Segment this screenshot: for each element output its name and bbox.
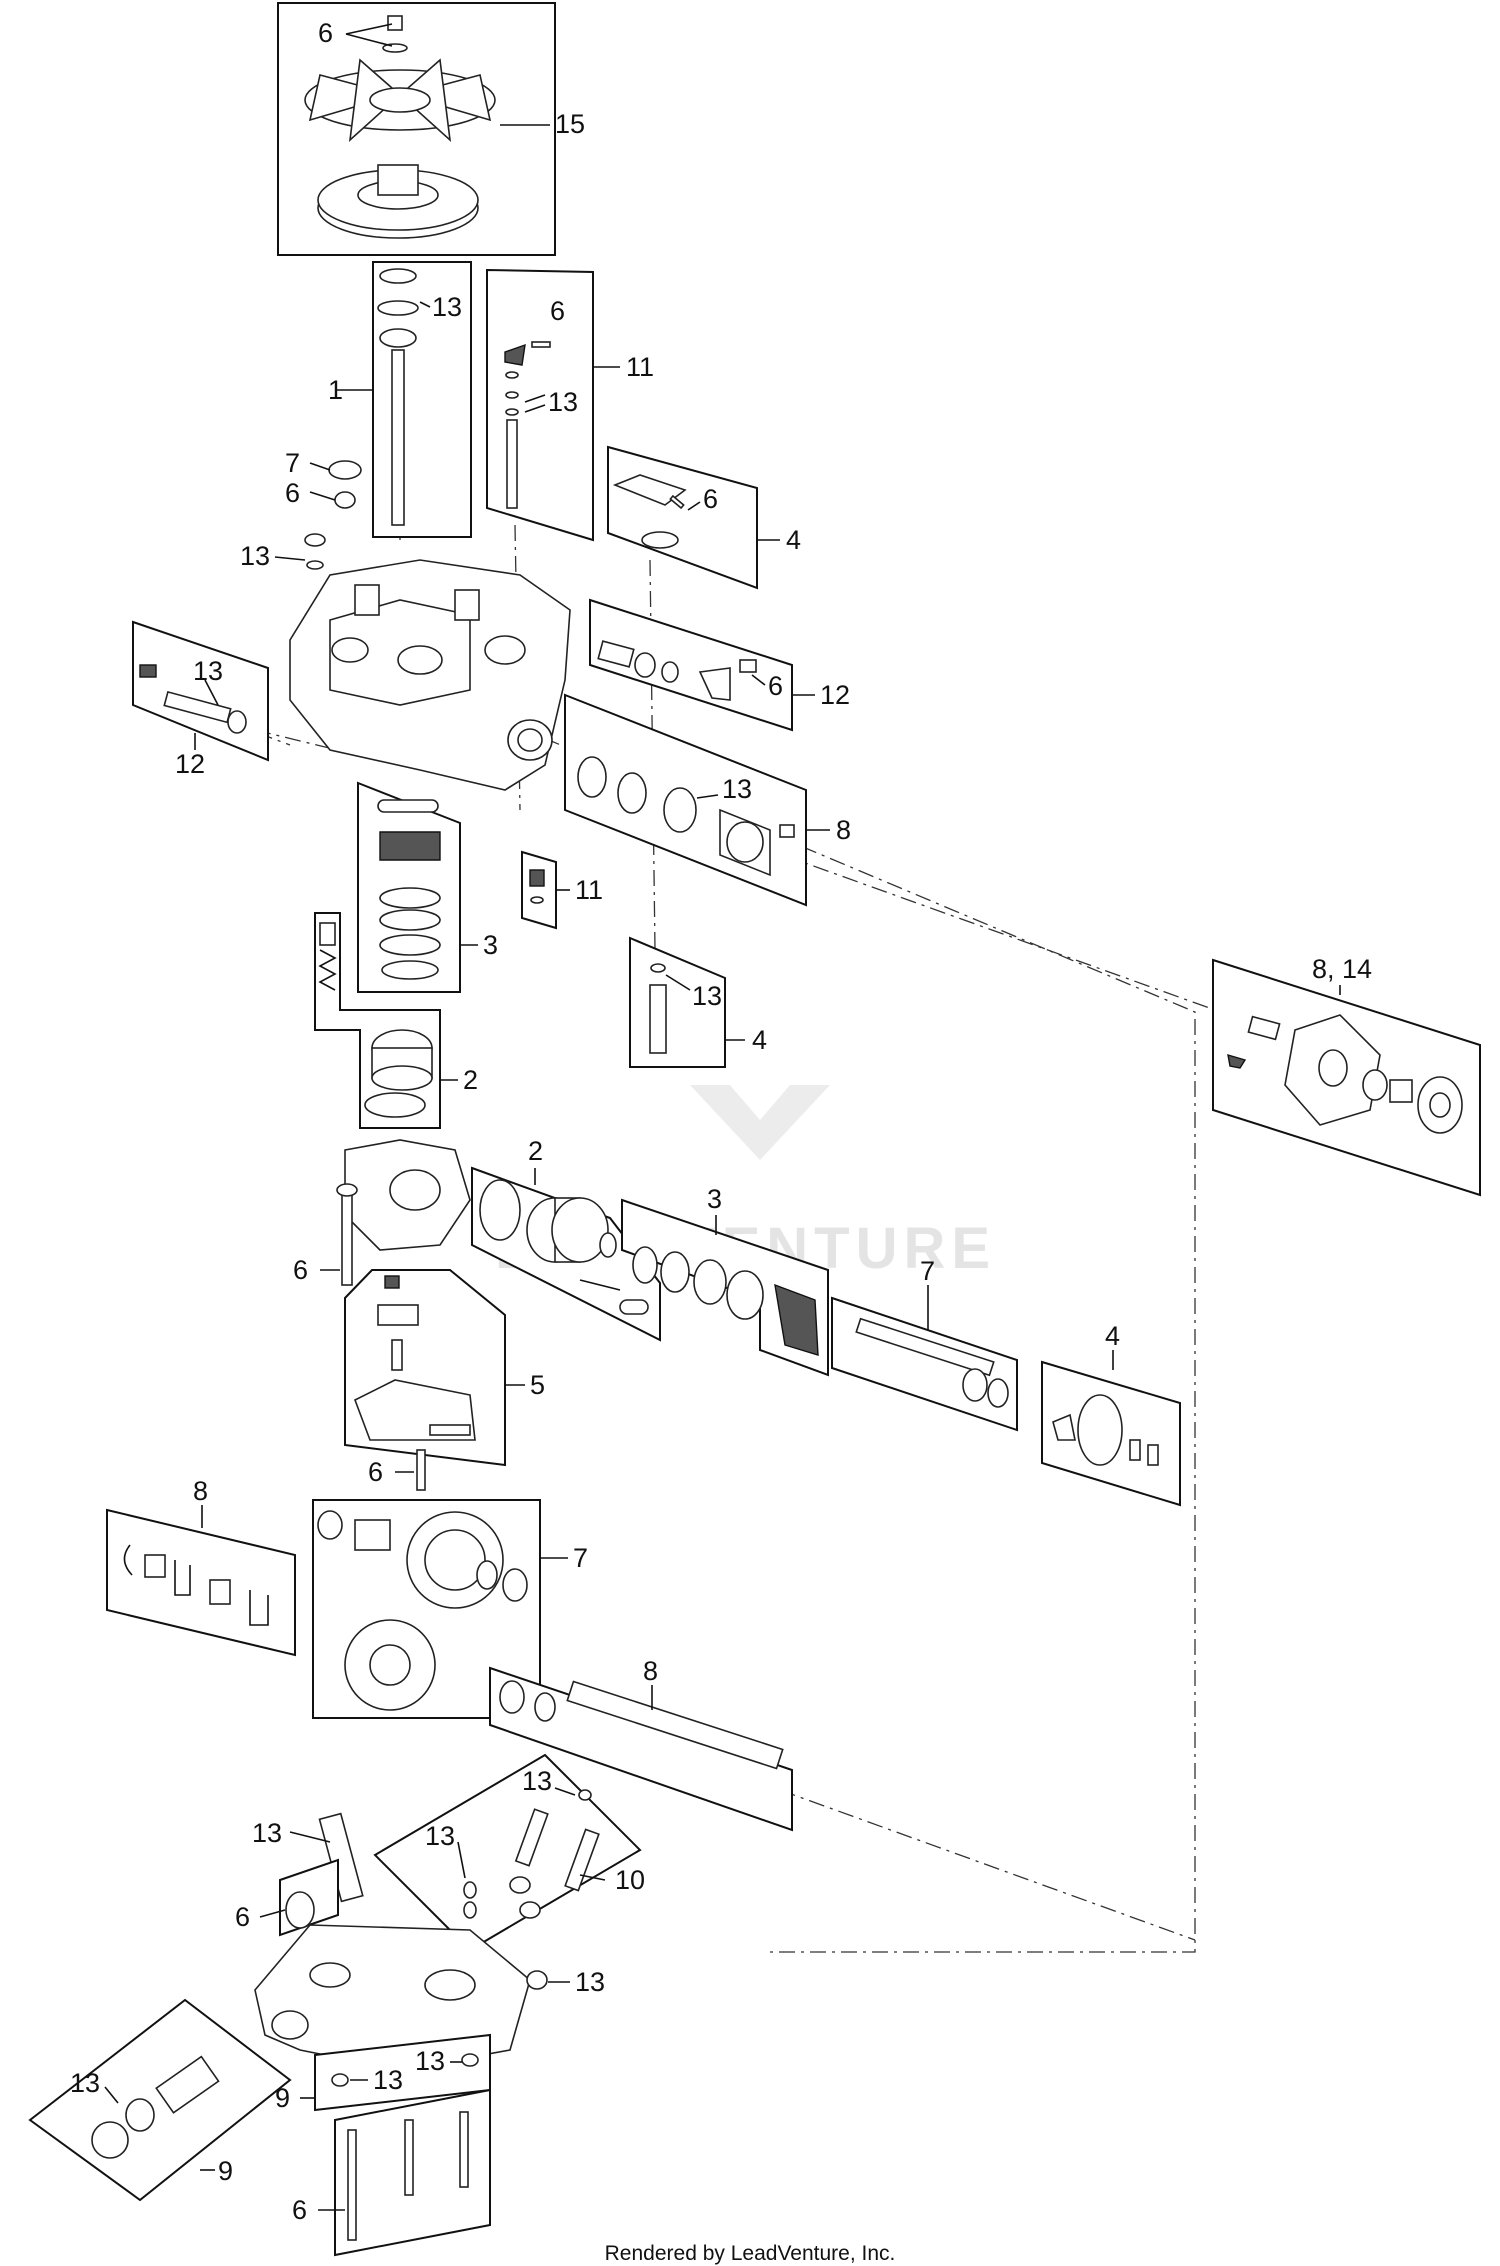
callout-label: 6 [285, 478, 300, 508]
callout-label: 5 [530, 1370, 545, 1400]
valve-group: 13 4 [629, 936, 767, 1068]
callout-label: 7 [920, 1256, 935, 1286]
callout-label: 2 [463, 1065, 478, 1095]
callout-label: 6 [292, 2195, 307, 2225]
callout-label: 2 [528, 1136, 543, 1166]
callout-label: 13 [575, 1967, 605, 1997]
left-bypass-group: 13 12 [132, 620, 269, 779]
pulley-icon [317, 164, 479, 239]
upper-pump-group: 2 [314, 912, 478, 1129]
bearing-stack-group: 3 [357, 781, 498, 993]
lower-bolt: 6 [368, 1449, 426, 1491]
seal-group: 13 8 [564, 693, 851, 907]
drain-plug-group: 9 13 13 [275, 2033, 491, 2113]
callout-label: 13 [70, 2068, 100, 2098]
lower-case: 6 13 [235, 1858, 605, 2071]
callout-label: 6 [368, 1457, 383, 1487]
callout-label: 13 [548, 387, 578, 417]
callout-label: 13 [373, 2065, 403, 2095]
callout-label: 13 [432, 292, 462, 322]
callout-label: 11 [626, 352, 654, 382]
callout-label: 13 [252, 1818, 282, 1848]
callout-label: 13 [692, 981, 722, 1011]
fan-pulley-group: 6 15 [277, 2, 585, 256]
keys-frame [106, 1508, 296, 1657]
callout-label: 12 [175, 749, 205, 779]
callout-label: 6 [235, 1902, 250, 1932]
callout-label: 8 [643, 1656, 658, 1686]
housing-top-parts: 7 6 13 [240, 448, 362, 571]
callout-label: 13 [240, 541, 270, 571]
cylinder-block-group: 2 [471, 1136, 661, 1342]
callout-label: 12 [820, 680, 850, 710]
right-bypass-group: 6 12 [589, 598, 850, 732]
callout-label: 8 [193, 1476, 208, 1506]
relief-valves-group: 13 13 10 [373, 1753, 645, 1952]
callout-label: 9 [275, 2083, 290, 2113]
fan-icon [304, 15, 496, 143]
main-housing [289, 559, 571, 791]
callout-label: 7 [573, 1543, 588, 1573]
left-bypass-frame [132, 620, 269, 762]
lever-frame [607, 445, 758, 590]
callout-label: 6 [318, 18, 333, 48]
callout-label: 7 [285, 448, 300, 478]
callout-label: 8, 14 [1312, 954, 1372, 984]
callout-label: 15 [555, 109, 585, 139]
callout-label: 3 [707, 1184, 722, 1214]
brake-plate-group: 4 [1041, 1321, 1181, 1507]
filter-group: 13 9 [28, 1998, 292, 2202]
swashplate-group: 3 [621, 1184, 829, 1377]
check-valve-frame [521, 850, 557, 930]
callout-label: 13 [425, 1821, 455, 1851]
callout-label: 9 [218, 2156, 233, 2186]
callout-label: 11 [575, 875, 603, 905]
callout-label: 6 [703, 484, 718, 514]
input-shaft-group: 13 1 [328, 261, 472, 538]
center-pump-housing: 6 [293, 1139, 471, 1286]
bottom-bolts-group: 6 [292, 2088, 491, 2257]
callout-label: 4 [752, 1025, 767, 1055]
swashplate-frame [621, 1198, 829, 1377]
sealant-tube: 13 [252, 1812, 364, 1903]
wheel-hub-group: 8, 14 [1212, 954, 1481, 1197]
center-section-group: 5 [344, 1269, 545, 1467]
check-valve-group: 11 [521, 850, 603, 930]
keys-group: 8 [106, 1476, 296, 1657]
callout-label: 4 [1105, 1321, 1120, 1351]
callout-label: 4 [786, 525, 801, 555]
callout-label: 1 [328, 375, 343, 405]
motor-shaft-group: 7 [831, 1256, 1018, 1432]
callout-label: 13 [415, 2046, 445, 2076]
gear-set-group: 7 [312, 1499, 588, 1719]
callout-label: 10 [615, 1865, 645, 1895]
relief-valves-frame [373, 1753, 642, 1952]
callout-label: 8 [836, 815, 851, 845]
callout-label: 6 [550, 296, 565, 326]
filter-frame [28, 1998, 292, 2202]
lever-group: 6 4 [607, 445, 801, 590]
callout-label: 13 [522, 1766, 552, 1796]
right-bypass-frame [589, 598, 793, 732]
footer-credit: Rendered by LeadVenture, Inc. [604, 2242, 896, 2265]
callout-label: 13 [722, 774, 752, 804]
callout-label: 6 [768, 671, 783, 701]
callout-label: 13 [193, 656, 223, 686]
control-arm-group: 6 13 11 [486, 268, 654, 542]
callout-label: 6 [293, 1255, 308, 1285]
callout-label: 3 [483, 930, 498, 960]
axle-group: 8 [489, 1656, 793, 1832]
